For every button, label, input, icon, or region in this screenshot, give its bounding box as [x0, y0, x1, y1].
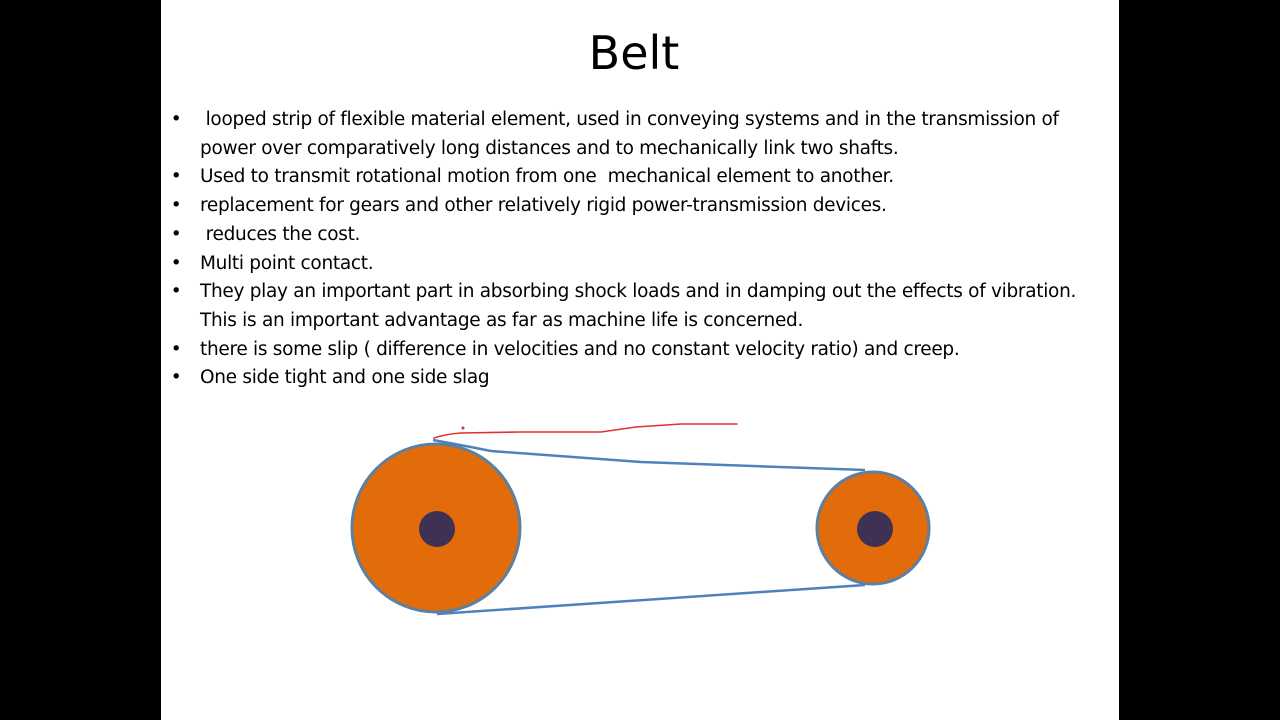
bullet-marker: •: [170, 166, 182, 188]
bullet-marker: •: [170, 281, 182, 303]
bullet-item-5: • Multi point contact.: [170, 250, 1110, 279]
slide-title: Belt: [588, 26, 680, 80]
driven-pulley-outline: [815, 470, 931, 586]
bullet-text: Multi point contact.: [200, 252, 374, 274]
bullet-text: Used to transmit rotational motion from …: [200, 166, 894, 188]
bullet-text: One side tight and one side slag: [200, 367, 490, 389]
presentation-slide: Belt • looped strip of flexible material…: [161, 0, 1119, 720]
driver-pulley-outline: [350, 442, 522, 614]
belt-slack-side: [436, 583, 866, 616]
belt-drive-diagram: [350, 423, 931, 616]
driver-hub: [419, 511, 455, 547]
bullet-list: • looped strip of flexible material elem…: [170, 106, 1110, 393]
bullet-marker: •: [170, 109, 182, 130]
bullet-item-7: • there is some slip ( difference in vel…: [170, 336, 1110, 365]
bullet-marker: •: [170, 252, 182, 274]
bullet-item-6: • They play an important part in absorbi…: [170, 278, 1110, 335]
annotation-dot: [461, 426, 465, 430]
bullet-marker: •: [170, 195, 182, 217]
bullet-marker: •: [170, 367, 182, 389]
bullet-text: reduces the cost.: [200, 223, 361, 245]
bullet-text: looped strip of flexible material elemen…: [200, 109, 1065, 159]
driven-hub: [857, 511, 893, 547]
bullet-text: replacement for gears and other relative…: [200, 195, 887, 217]
bullet-text: They play an important part in absorbing…: [200, 281, 1082, 331]
belt-tight-side: [432, 438, 866, 472]
bullet-marker: •: [170, 223, 182, 245]
bullet-text: there is some slip ( difference in veloc…: [200, 338, 960, 360]
bullet-item-3: • replacement for gears and other relati…: [170, 192, 1110, 221]
bullet-item-1: • looped strip of flexible material elem…: [170, 106, 1110, 163]
bullet-item-8: • One side tight and one side slag: [170, 364, 1110, 393]
tight-side-annotation: [433, 423, 738, 439]
bullet-item-2: • Used to transmit rotational motion fro…: [170, 163, 1110, 192]
bullet-item-4: • reduces the cost.: [170, 221, 1110, 250]
bullet-marker: •: [170, 338, 182, 360]
